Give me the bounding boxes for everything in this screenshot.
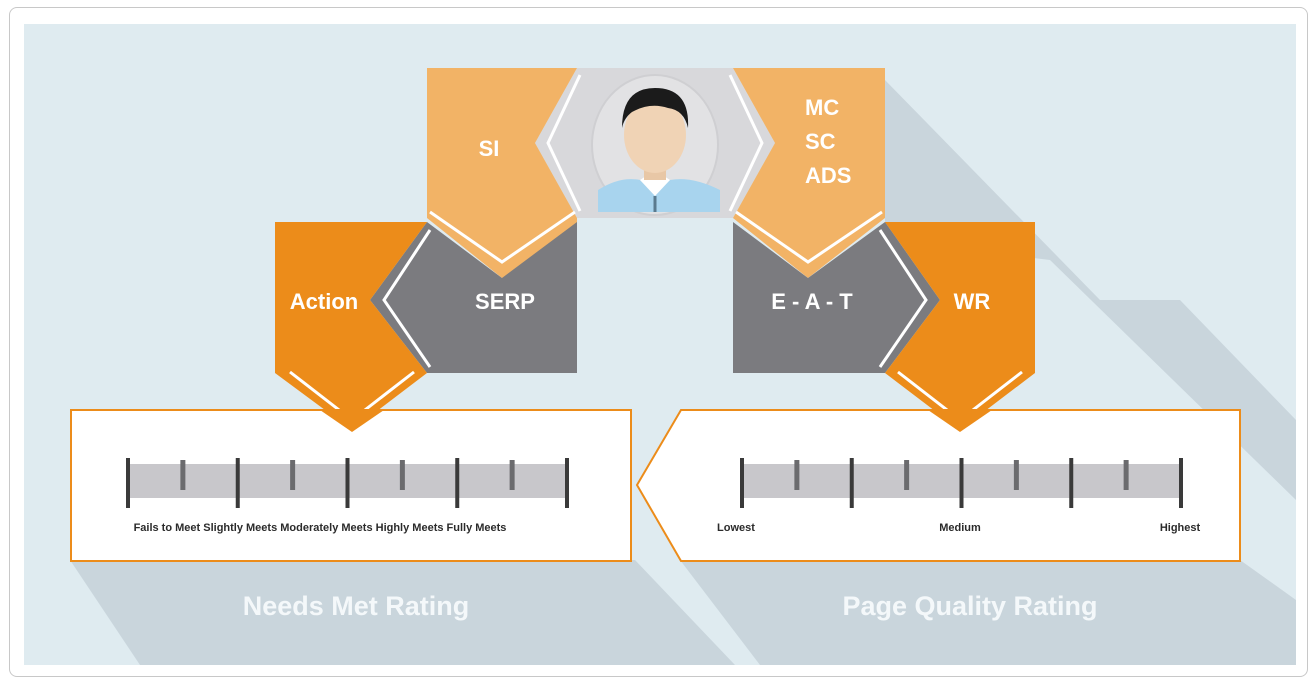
eat-label: E - A - T xyxy=(771,289,853,314)
si-label: SI xyxy=(479,136,500,161)
si-chevron xyxy=(429,210,576,264)
user-avatar-icon xyxy=(591,74,720,216)
si-block xyxy=(427,68,577,278)
needs-met-card: Fails to Meet Slightly Meets Moderately … xyxy=(70,409,632,562)
eat-block xyxy=(733,222,940,373)
wr-label: WR xyxy=(954,289,991,314)
wr-block xyxy=(885,222,1035,430)
center-chevron-right xyxy=(728,74,764,212)
wr-pointer xyxy=(928,410,992,432)
top-shadow xyxy=(885,80,1296,500)
mc-label: MC xyxy=(805,95,839,120)
action-pointer xyxy=(320,410,384,432)
pq-lowest-label: Lowest xyxy=(717,522,755,534)
left-shadow xyxy=(70,560,735,665)
needs-met-scale-labels: Fails to Meet Slightly Meets Moderately … xyxy=(134,522,507,534)
mc-chevron xyxy=(735,210,883,264)
center-chevron-left xyxy=(546,74,582,212)
eat-chevron xyxy=(878,229,928,368)
pq-medium-label: Medium xyxy=(939,522,981,534)
serp-block xyxy=(370,222,577,373)
action-label: Action xyxy=(290,289,358,314)
serp-label: SERP xyxy=(475,289,535,314)
page-quality-ticks xyxy=(740,458,1183,508)
page-quality-title: Page Quality Rating xyxy=(842,591,1097,621)
ads-label: ADS xyxy=(805,163,851,188)
sc-label: SC xyxy=(805,129,836,154)
right-shadow xyxy=(680,560,1296,665)
mc-sc-ads-block xyxy=(733,68,885,278)
page-quality-card: Lowest Medium Highest xyxy=(635,409,1241,562)
pq-highest-label: Highest xyxy=(1160,522,1201,534)
action-block xyxy=(275,222,427,430)
needs-met-title: Needs Met Rating xyxy=(243,591,470,621)
serp-chevron xyxy=(382,229,432,368)
needs-met-ticks xyxy=(126,458,569,508)
